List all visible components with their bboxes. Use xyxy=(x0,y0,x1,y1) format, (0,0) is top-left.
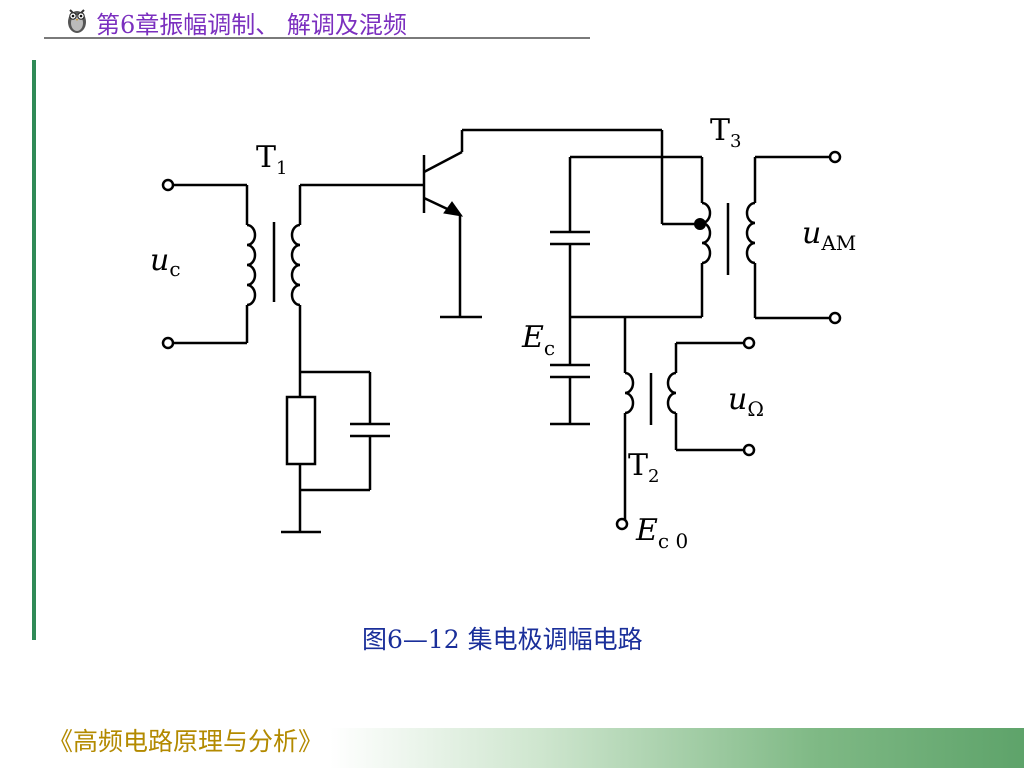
t2-primary-coil xyxy=(624,371,635,415)
chapter-title[interactable]: 第6章振幅调制、 解调及混频 xyxy=(96,10,407,39)
modulation-terminal-top xyxy=(742,336,756,350)
left-accent-bar xyxy=(32,60,36,640)
uam-label: uAM xyxy=(802,216,856,255)
book-title: 《高频电路原理与分析》 xyxy=(48,727,324,756)
uc-label: uc xyxy=(150,243,181,281)
t1-primary-coil xyxy=(246,223,257,307)
slide-header: 第6章振幅调制、 解调及混频 xyxy=(64,5,407,39)
ec-label: Ec xyxy=(521,320,555,360)
emitter-arrow xyxy=(443,201,464,217)
output-terminal-top xyxy=(828,150,842,164)
t3-secondary-coil xyxy=(745,201,756,265)
t3-primary-coil xyxy=(701,201,712,265)
output-terminal-bottom xyxy=(828,311,842,325)
t3-label: T3 xyxy=(710,113,741,152)
input-terminal-bottom xyxy=(161,336,175,350)
t2-label: T2 xyxy=(628,448,659,487)
ec0-terminal xyxy=(615,517,629,531)
owl-logo-icon xyxy=(64,5,90,39)
modulation-terminal-bottom xyxy=(742,443,756,457)
tap-junction-dot xyxy=(694,218,706,230)
footer-gradient-bar xyxy=(330,728,1024,768)
figure-caption: 图6—12 集电极调幅电路 xyxy=(362,625,643,654)
t2-secondary-coil xyxy=(666,371,677,415)
ec0-label: Ec 0 xyxy=(635,513,688,553)
t1-label: T1 xyxy=(256,140,287,179)
header-divider xyxy=(44,37,590,39)
t1-secondary-coil xyxy=(290,223,301,307)
bias-resistor xyxy=(285,395,317,466)
uomega-label: uΩ xyxy=(728,382,764,421)
input-terminal-top xyxy=(161,178,175,192)
